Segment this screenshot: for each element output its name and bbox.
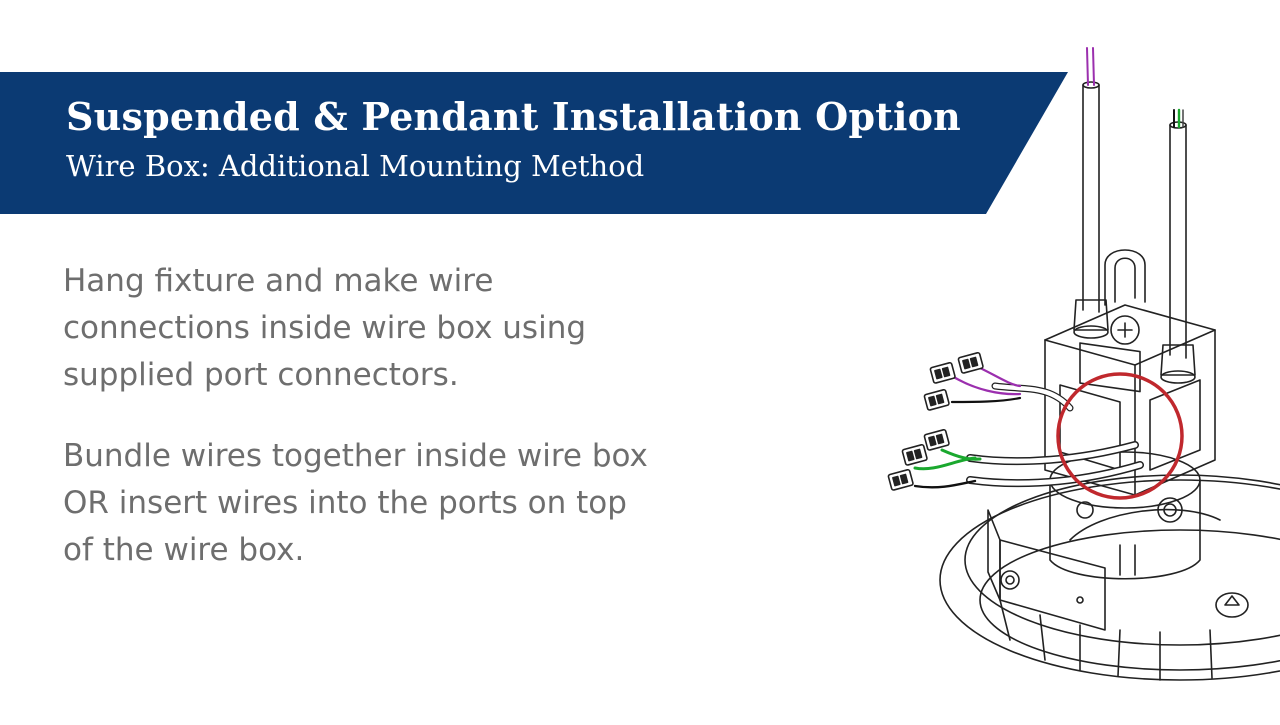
wire-box xyxy=(1044,304,1216,496)
page-subtitle: Wire Box: Additional Mounting Method xyxy=(66,149,645,183)
wire-box-fixture-illustration xyxy=(880,40,1280,720)
instruction-paragraph-1: Hang fixture and make wire connections i… xyxy=(63,263,587,393)
title-banner-shape xyxy=(0,72,1068,214)
mounting-bracket xyxy=(987,509,1106,631)
lead-wires xyxy=(913,366,1022,489)
instruction-paragraph-2: Bundle wires together inside wire box OR… xyxy=(63,438,648,568)
conduit-wire-tails xyxy=(1086,47,1184,129)
right-conduit xyxy=(1160,121,1196,384)
page-title: Suspended & Pendant Installation Option xyxy=(66,94,961,139)
driver-cylinder xyxy=(1049,451,1201,580)
highlight-circle xyxy=(1056,372,1184,500)
hanger-loop xyxy=(1104,249,1146,306)
title-banner xyxy=(0,72,1068,214)
left-conduit xyxy=(1073,81,1109,339)
cable-bundles xyxy=(966,382,1144,488)
port-connectors xyxy=(887,351,984,491)
